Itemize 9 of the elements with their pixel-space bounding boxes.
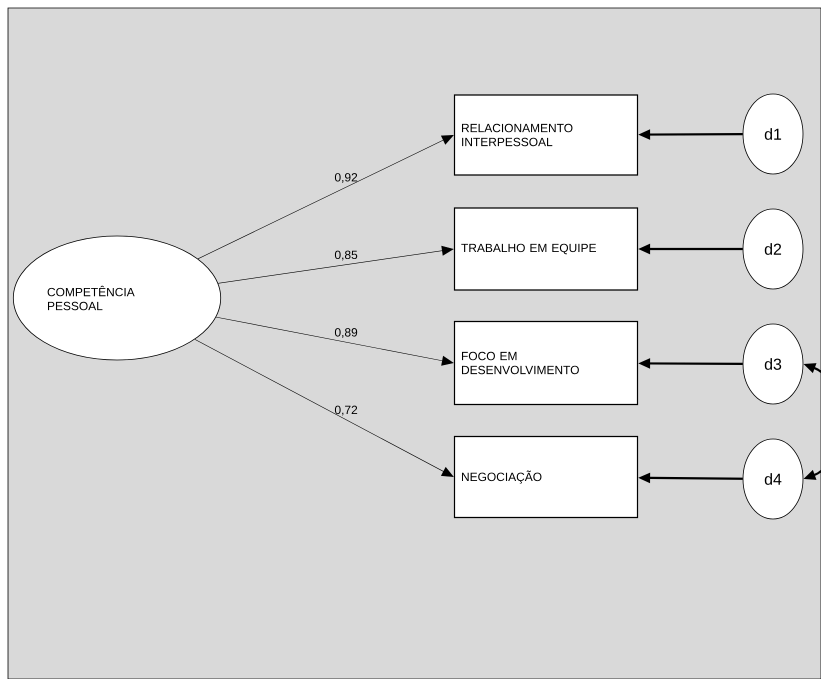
edge-label: 0,92 (334, 173, 358, 183)
edge-label: 0,85 (334, 250, 358, 260)
observed-variable-box: FOCO EM DESENVOLVIMENTO (454, 320, 638, 406)
observed-variable-box: RELACIONAMENTO INTERPESSOAL (454, 94, 638, 176)
edge-label: 0,72 (334, 406, 358, 416)
edge-label: 0,89 (334, 328, 358, 338)
arrow (194, 339, 454, 477)
observed-variable-box: TRABALHO EM EQUIPE (454, 207, 638, 291)
observed-variable-box: NEGOCIAÇÃO (454, 436, 638, 518)
